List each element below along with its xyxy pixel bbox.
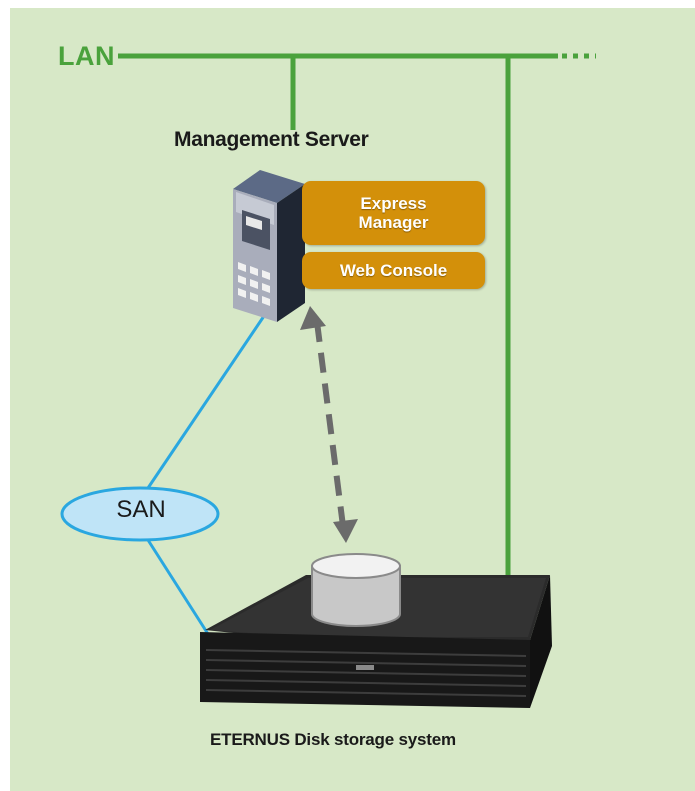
express-manager-box: Express Manager xyxy=(302,181,485,245)
access-arrow-head-bottom xyxy=(333,519,358,543)
disk-cylinder-icon xyxy=(311,553,401,627)
san-line-storage xyxy=(146,539,210,635)
san-line-server xyxy=(146,315,266,489)
access-arrow-head-top xyxy=(300,306,326,330)
storage-system-label: ETERNUS Disk storage system xyxy=(210,730,456,749)
management-server-label: Management Server xyxy=(174,128,369,151)
web-console-label: Web Console xyxy=(339,261,448,280)
san-ellipse xyxy=(60,486,220,542)
access-arrow-shaft xyxy=(314,321,346,527)
express-manager-label-line1: Express xyxy=(360,194,427,213)
lan-network xyxy=(118,53,596,613)
access-dashed-arrow xyxy=(300,306,358,543)
express-manager-label-line2: Manager xyxy=(358,213,429,232)
san-connections xyxy=(146,315,266,635)
san-label: SAN xyxy=(116,496,166,523)
lan-label: LAN xyxy=(58,41,115,71)
web-console-box: Web Console xyxy=(302,252,485,289)
tower-server-icon xyxy=(233,170,305,322)
